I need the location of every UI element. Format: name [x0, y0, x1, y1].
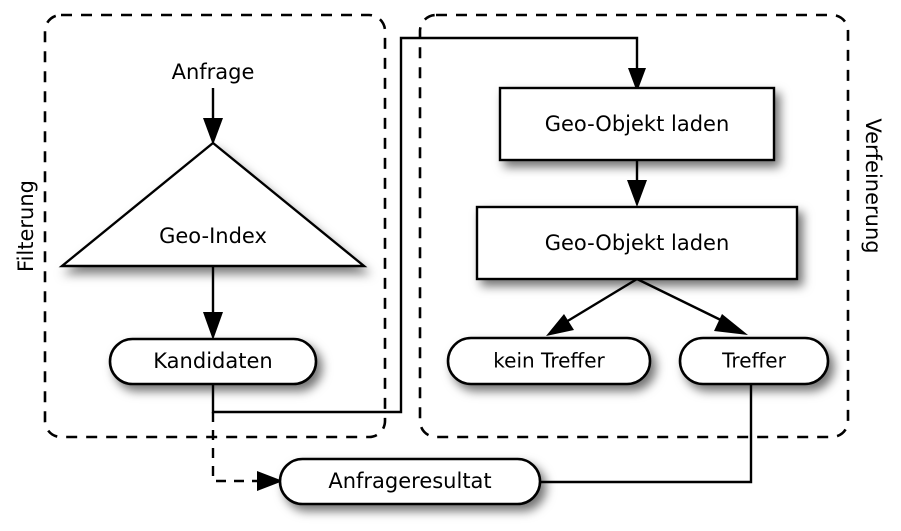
- edge-kandidaten-to-geoobjekt1: [211, 36, 646, 414]
- node-geo-objekt-laden-1-label: Geo-Objekt laden: [545, 112, 730, 136]
- edge-geoobjekt1-to-geoobjekt2: [627, 160, 647, 207]
- node-geo-index-label: Geo-Index: [159, 224, 267, 248]
- node-geo-objekt-laden-1-shape[interactable]: [498, 86, 776, 162]
- node-anfrageresultat-shape[interactable]: [278, 457, 542, 506]
- group-verfeinerung: Verfeinerung: [418, 13, 885, 439]
- edge-geoindex-to-kandidaten: [203, 266, 223, 340]
- group-filterung: Filterung: [14, 13, 387, 439]
- node-treffer-label: Treffer: [721, 349, 786, 373]
- node-kandidaten-label: Kandidaten: [153, 349, 272, 373]
- edge-anfrage-to-geoindex: [203, 88, 223, 145]
- edge-kandidaten-to-anfrageresultat: [211, 412, 283, 491]
- edge-geoobjekt2-to-keintreffer: [546, 277, 638, 336]
- node-geo-index[interactable]: Geo-Index: [58, 141, 368, 268]
- node-geo-objekt-laden-2-shape[interactable]: [475, 205, 799, 281]
- node-kein-treffer-shape[interactable]: [446, 336, 652, 386]
- edge-geoobjekt2-to-treffer: [636, 277, 748, 335]
- node-geo-objekt-laden-1[interactable]: Geo-Objekt laden: [498, 86, 776, 162]
- edge-treffer-to-anfrageresultat: [539, 384, 753, 484]
- node-geo-objekt-laden-2[interactable]: Geo-Objekt laden: [475, 205, 799, 281]
- group-verfeinerung-label: Verfeinerung: [861, 118, 885, 253]
- node-treffer[interactable]: Treffer: [678, 336, 830, 386]
- node-treffer-shape[interactable]: [678, 336, 830, 386]
- node-kandidaten[interactable]: Kandidaten: [108, 337, 318, 386]
- node-kein-treffer-label: kein Treffer: [493, 349, 605, 373]
- group-filterung-label: Filterung: [14, 180, 38, 272]
- node-anfrageresultat-label: Anfrageresultat: [328, 469, 491, 493]
- node-kandidaten-shape[interactable]: [108, 337, 318, 386]
- node-kein-treffer[interactable]: kein Treffer: [446, 336, 652, 386]
- group-filterung-border: [43, 13, 387, 439]
- node-geo-objekt-laden-2-label: Geo-Objekt laden: [545, 231, 730, 255]
- node-anfrage-label: Anfrage: [172, 60, 255, 84]
- node-geo-index-shape[interactable]: [58, 141, 368, 268]
- node-anfrage: Anfrage: [172, 60, 255, 84]
- node-anfrageresultat[interactable]: Anfrageresultat: [278, 457, 542, 506]
